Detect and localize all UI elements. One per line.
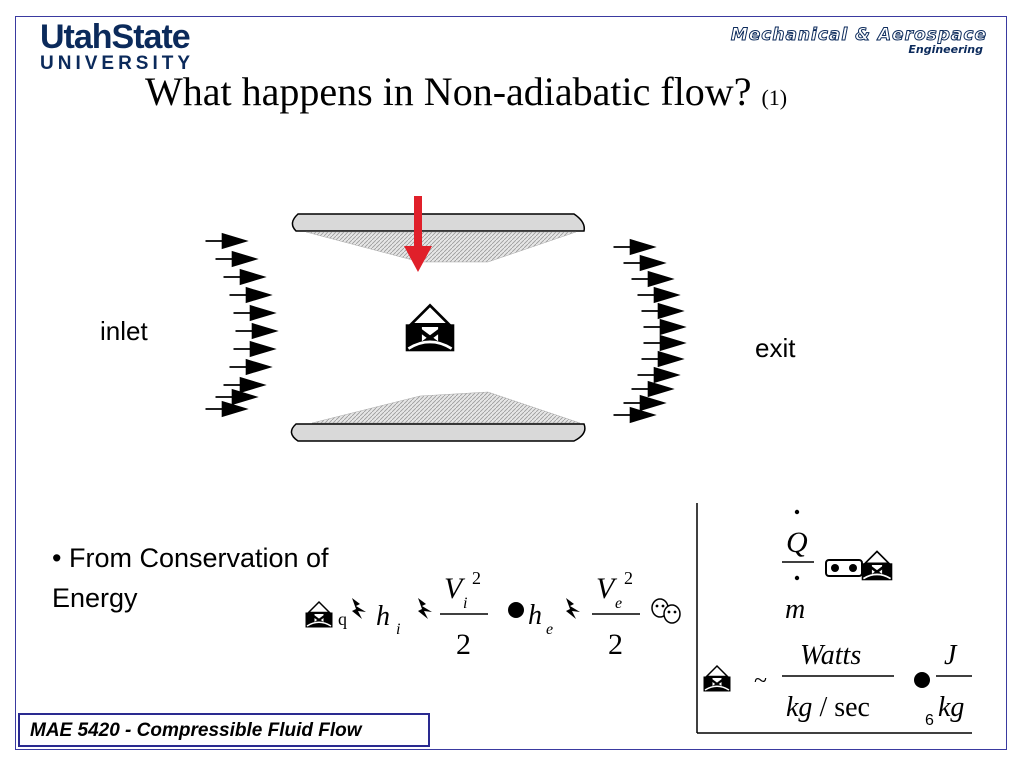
def-text-watts: Watts: [800, 640, 861, 671]
q-symbol-icon: [860, 550, 894, 582]
plus-symbol-icon: [566, 598, 580, 619]
exit-label: exit: [755, 333, 796, 363]
mae-logo-line2: Engineering: [908, 43, 983, 56]
eq-text-h-sub-i: i: [396, 621, 400, 638]
eq-text-v-i: V: [444, 572, 466, 605]
mae-logo: Mechanical & Aerospace Engineering: [665, 26, 987, 56]
plus-symbol-icon: [352, 598, 366, 619]
mae-logo-line1: Mechanical & Aerospace: [730, 25, 987, 45]
eq-text-v-e: V: [596, 572, 618, 605]
plus-symbol-icon: [418, 598, 432, 619]
energy-equation: q h i V i 2 2 h e V e 2 2: [304, 568, 681, 661]
masks-icon: [651, 598, 681, 624]
def-text-j: J: [944, 640, 958, 671]
inlet-velocity-profile: [204, 232, 280, 418]
definition-box: Q m ~ Watts kg / sec J kg: [696, 503, 972, 734]
eq-text-h-i: h: [376, 601, 390, 632]
bottom-wall: [290, 391, 586, 442]
heat-arrow: [404, 196, 432, 272]
eq-text-v-i-sup: 2: [472, 568, 481, 588]
heat-symbol-icon: [406, 305, 455, 351]
eq-text-h-sub-e: e: [546, 621, 553, 638]
slide-frame: [15, 16, 1007, 750]
exit-velocity-profile: [612, 238, 688, 424]
slide-title: What happens in Non-adiabatic flow? (1): [145, 68, 787, 115]
footer-course-name: MAE 5420 - Compressible Fluid Flow: [30, 720, 362, 741]
inlet-label: inlet: [100, 316, 148, 346]
eq-text-v-sub-e: e: [615, 595, 622, 612]
radio-symbol-icon: [825, 559, 863, 577]
eq-text-v-e-sup: 2: [624, 568, 633, 588]
footer-course-box: MAE 5420 - Compressible Fluid Flow: [18, 713, 430, 747]
eq-text-denom-1: 2: [456, 628, 471, 661]
eq-text-denom-2: 2: [608, 628, 623, 661]
eq-text-h-e: h: [528, 600, 542, 631]
equals-symbol-icon: [914, 672, 930, 688]
top-wall: [291, 213, 586, 263]
usu-logo-line1: UtahState: [40, 18, 191, 56]
eq-text-v-sub-i: i: [463, 595, 467, 612]
def-text-q: Q: [786, 526, 808, 559]
def-text-m: m: [785, 594, 805, 625]
usu-logo-line2: UNIVERSITY: [40, 53, 195, 74]
def-text-kg-sec: kg / sec: [786, 692, 870, 723]
def-text-tilde: ~: [754, 668, 767, 694]
equals-symbol-icon: [508, 602, 524, 618]
usu-logo: UtahState UNIVERSITY: [40, 20, 194, 74]
bullet-conservation-energy: • From Conservation of Energy: [52, 543, 329, 613]
eq-text-q: q: [338, 609, 347, 629]
q-symbol-icon: [702, 664, 732, 693]
slide-title-text: What happens in Non-adiabatic flow?: [145, 69, 752, 114]
page-number: 6: [925, 712, 934, 729]
def-text-kg: kg: [938, 692, 964, 723]
title-reference: (1): [761, 85, 788, 110]
